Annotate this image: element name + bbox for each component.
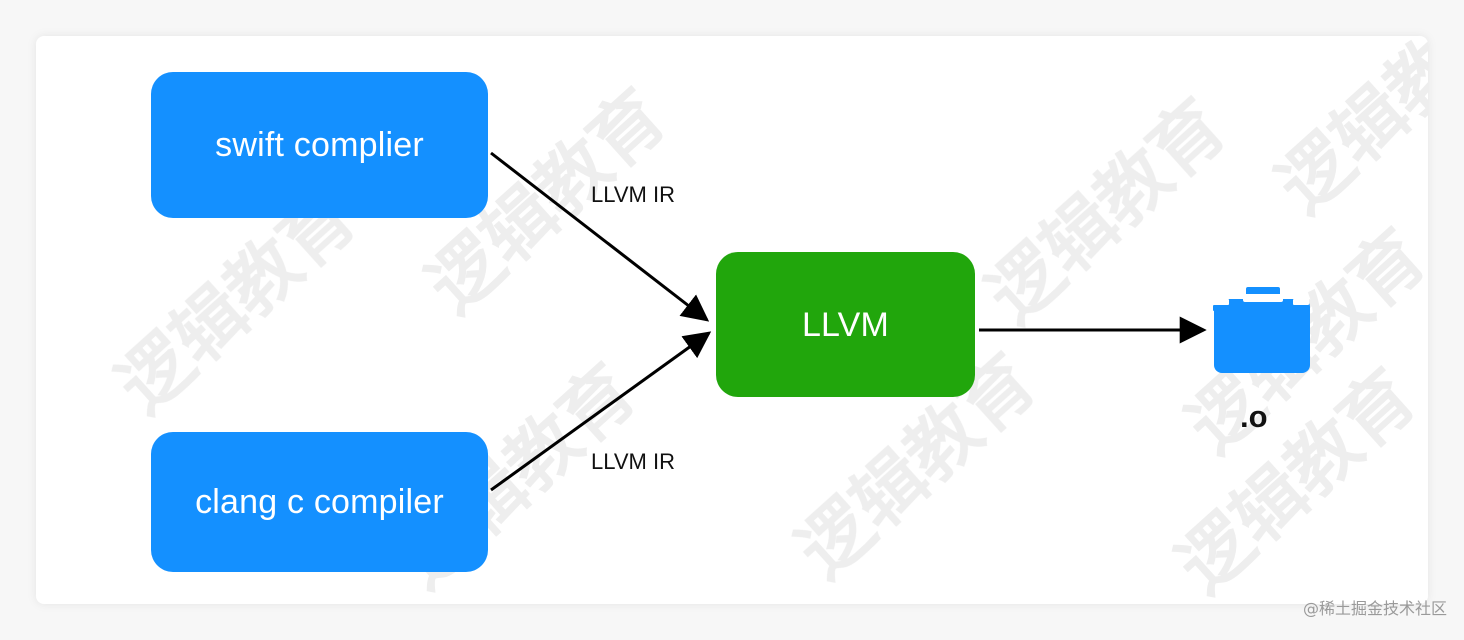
arrow-swift-to-llvm (490, 151, 710, 322)
edge-label-top: LLVM IR (591, 182, 675, 207)
connector-layer (490, 151, 1207, 492)
output-label: .o (1240, 399, 1268, 434)
arrow-clang-to-llvm (490, 331, 712, 492)
clang-compiler-label: clang c compiler (195, 483, 444, 521)
clang-compiler-node: clang c compiler (151, 432, 488, 572)
edge-label-bottom: LLVM IR (591, 449, 675, 474)
llvm-node: LLVM (716, 252, 975, 397)
swift-compiler-node: swift complier (151, 72, 488, 218)
swift-compiler-label: swift complier (215, 126, 424, 164)
llvm-label: LLVM (801, 305, 890, 344)
footer-source: @稀土掘金技术社区 (1302, 599, 1447, 618)
briefcase-icon (1213, 287, 1310, 373)
diagram-card: 逻辑教育 逻辑教育 逻辑教育 逻辑教育 逻辑教育 逻辑教育 逻辑教育 逻辑教育 (36, 36, 1428, 604)
